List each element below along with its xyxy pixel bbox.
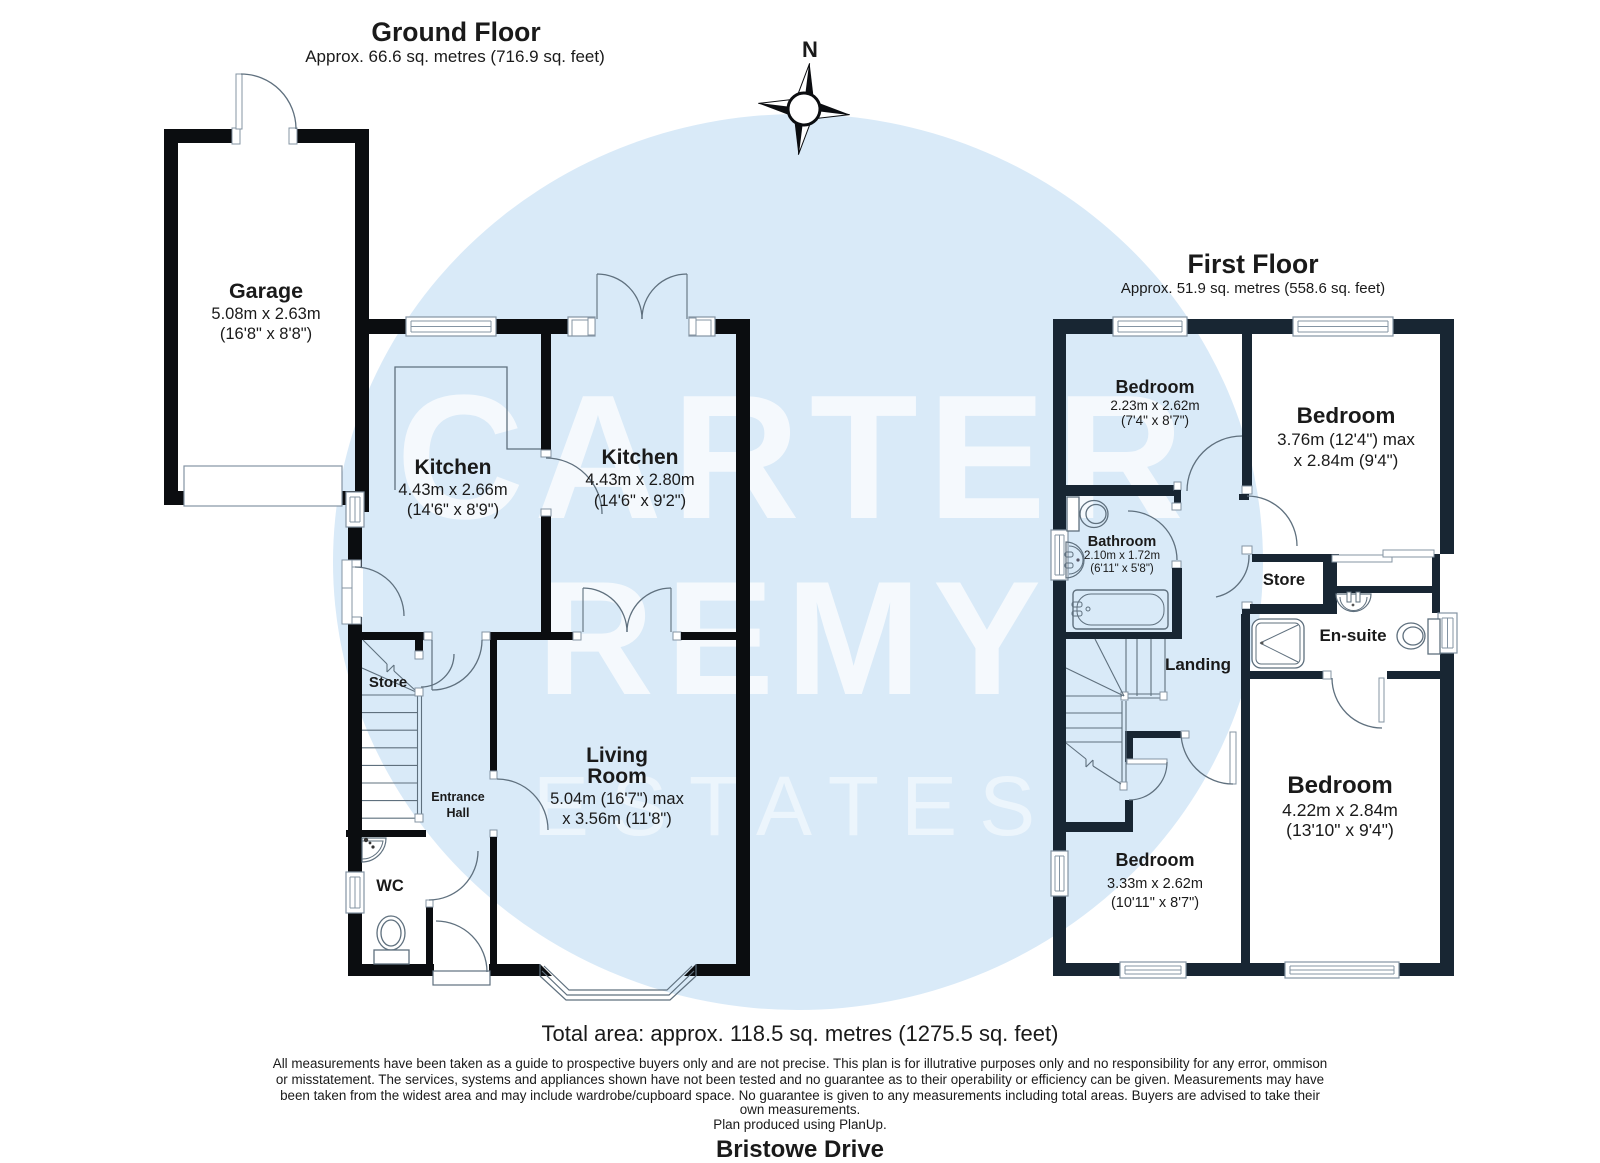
- svg-text:(7'4" x 8'7"): (7'4" x 8'7"): [1121, 413, 1189, 428]
- svg-text:5.08m x 2.63m: 5.08m x 2.63m: [211, 305, 320, 323]
- svg-text:Ground Floor: Ground Floor: [371, 17, 540, 47]
- svg-text:Bedroom: Bedroom: [1115, 377, 1194, 397]
- svg-text:Total area: approx. 118.5 sq.: Total area: approx. 118.5 sq. metres (12…: [542, 1021, 1059, 1046]
- svg-text:Bedroom: Bedroom: [1287, 772, 1392, 799]
- svg-text:Plan produced using PlanUp.: Plan produced using PlanUp.: [713, 1117, 886, 1132]
- svg-text:(14'6" x 8'9"): (14'6" x 8'9"): [407, 501, 499, 519]
- svg-text:2.10m x 1.72m: 2.10m x 1.72m: [1084, 550, 1160, 562]
- svg-text:ESTATES: ESTATES: [533, 759, 1057, 853]
- svg-text:(10'11" x 8'7"): (10'11" x 8'7"): [1111, 895, 1199, 911]
- svg-text:Hall: Hall: [447, 806, 470, 820]
- svg-text:Store: Store: [1263, 571, 1305, 589]
- svg-text:Bedroom: Bedroom: [1297, 403, 1396, 428]
- svg-text:Kitchen: Kitchen: [601, 446, 678, 469]
- svg-text:Living: Living: [586, 744, 648, 767]
- svg-text:(13'10" x 9'4"): (13'10" x 9'4"): [1286, 820, 1394, 840]
- svg-text:Store: Store: [369, 674, 407, 691]
- svg-text:(14'6" x 9'2"): (14'6" x 9'2"): [594, 492, 686, 510]
- svg-text:x 3.56m (11'8"): x 3.56m (11'8"): [562, 810, 672, 828]
- svg-text:4.43m x 2.66m: 4.43m x 2.66m: [398, 481, 507, 499]
- svg-text:REMY: REMY: [537, 548, 1053, 729]
- svg-text:3.76m (12'4") max: 3.76m (12'4") max: [1277, 430, 1415, 449]
- svg-text:Garage: Garage: [229, 279, 303, 303]
- svg-text:5.04m (16'7") max: 5.04m (16'7") max: [550, 790, 684, 808]
- svg-text:3.33m x 2.62m: 3.33m x 2.62m: [1107, 876, 1203, 892]
- svg-text:4.43m x 2.80m: 4.43m x 2.80m: [585, 471, 694, 489]
- svg-text:Entrance: Entrance: [431, 790, 485, 804]
- svg-text:Landing: Landing: [1165, 655, 1231, 674]
- svg-text:En-suite: En-suite: [1319, 626, 1386, 645]
- svg-text:Approx. 66.6 sq. metres (716.9: Approx. 66.6 sq. metres (716.9 sq. feet): [305, 47, 605, 66]
- svg-text:own measurements.: own measurements.: [740, 1102, 861, 1117]
- svg-text:WC: WC: [376, 877, 404, 895]
- svg-text:Kitchen: Kitchen: [414, 456, 491, 479]
- svg-text:Bathroom: Bathroom: [1088, 534, 1156, 550]
- svg-text:Approx. 51.9 sq. metres (558.6: Approx. 51.9 sq. metres (558.6 sq. feet): [1121, 280, 1385, 297]
- svg-text:4.22m x 2.84m: 4.22m x 2.84m: [1282, 800, 1398, 820]
- svg-text:been taken from the widest are: been taken from the widest area and may …: [280, 1088, 1320, 1103]
- svg-text:All measurements have been tak: All measurements have been taken as a gu…: [273, 1056, 1327, 1071]
- svg-text:(6'11" x 5'8"): (6'11" x 5'8"): [1090, 563, 1154, 575]
- svg-text:(16'8" x 8'8"): (16'8" x 8'8"): [220, 325, 312, 343]
- svg-text:CARTER: CARTER: [396, 358, 1193, 556]
- svg-text:First Floor: First Floor: [1187, 249, 1318, 279]
- svg-text:or misstatement. The services,: or misstatement. The services, systems a…: [276, 1072, 1324, 1087]
- svg-text:2.23m x 2.62m: 2.23m x 2.62m: [1110, 398, 1199, 413]
- svg-text:Room: Room: [587, 765, 647, 788]
- svg-text:x 2.84m (9'4"): x 2.84m (9'4"): [1294, 451, 1399, 470]
- svg-text:Bristowe Drive: Bristowe Drive: [716, 1136, 884, 1163]
- svg-text:Bedroom: Bedroom: [1115, 850, 1194, 870]
- svg-text:N: N: [802, 37, 818, 62]
